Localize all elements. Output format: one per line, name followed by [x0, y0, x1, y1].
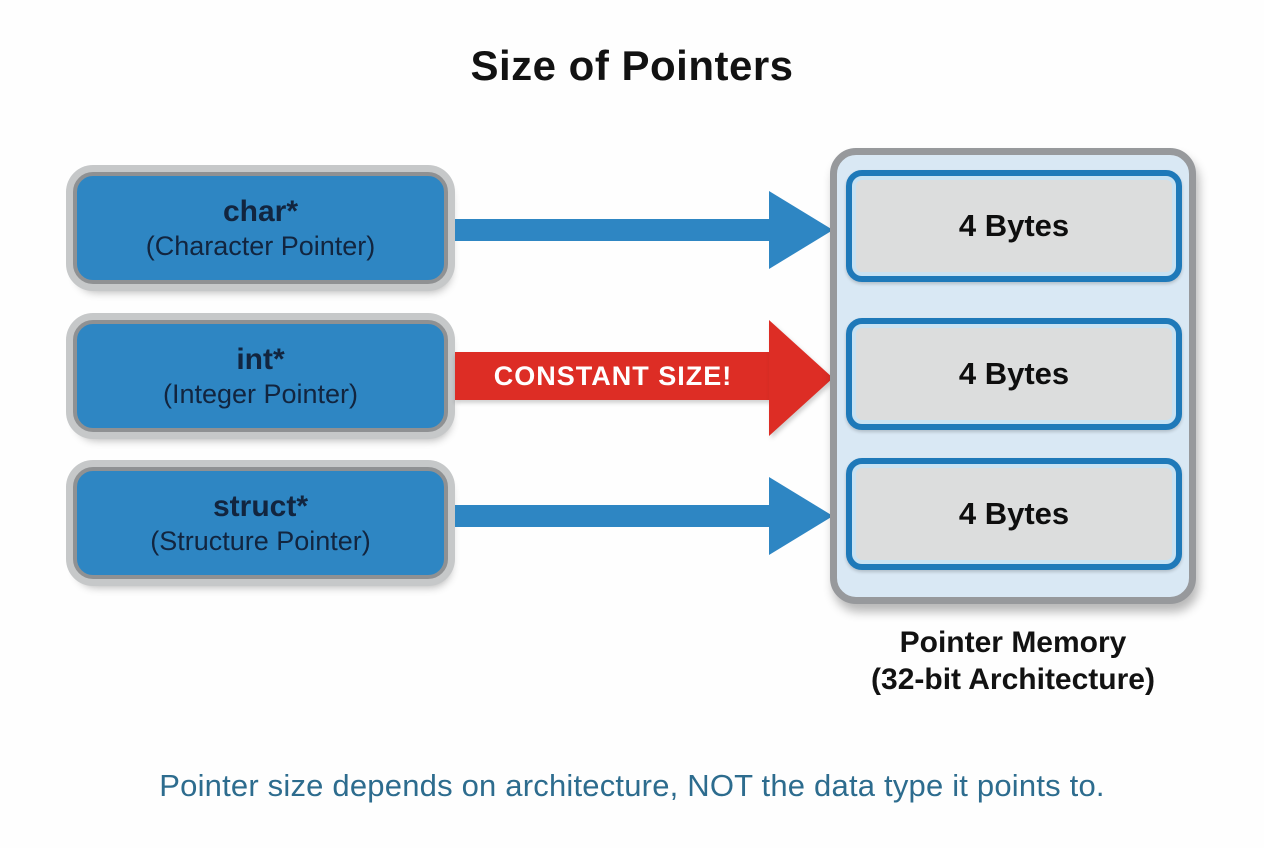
constant-size-label: CONSTANT SIZE!: [493, 360, 733, 391]
pointer-memory-panel: 4 Bytes 4 Bytes 4 Bytes: [830, 148, 1196, 604]
page-title: Size of Pointers: [470, 42, 794, 89]
memory-size-value: 4 Bytes: [958, 496, 1070, 531]
arrow-shaft: [455, 219, 771, 241]
arrow-head-icon: [769, 191, 833, 269]
pointer-type-label: struct*: [212, 489, 309, 523]
memory-cell: 4 Bytes: [846, 318, 1182, 430]
pointer-type-description: (Character Pointer): [145, 230, 376, 261]
memory-cell: 4 Bytes: [846, 458, 1182, 570]
memory-size-value: 4 Bytes: [958, 208, 1070, 243]
arrow-head-icon: [769, 477, 833, 555]
pointer-box-char: char* (Character Pointer): [73, 172, 448, 284]
pointer-type-description: (Structure Pointer): [150, 525, 371, 556]
memory-panel-label: Pointer Memory (32-bit Architecture): [798, 624, 1228, 698]
memory-panel-label-line2: (32-bit Architecture): [871, 663, 1155, 696]
blue-arrow-char: [455, 191, 833, 269]
memory-cell: 4 Bytes: [846, 170, 1182, 282]
arrow-shaft: CONSTANT SIZE!: [455, 352, 771, 400]
pointer-box-struct: struct* (Structure Pointer): [73, 467, 448, 579]
arrow-shaft: [455, 505, 771, 527]
arrow-head-icon: [769, 320, 833, 436]
blue-arrow-struct: [455, 477, 833, 555]
pointer-type-description: (Integer Pointer): [162, 378, 359, 409]
red-arrow-int: CONSTANT SIZE!: [455, 320, 833, 436]
memory-size-value: 4 Bytes: [958, 356, 1070, 391]
pointer-box-int: int* (Integer Pointer): [73, 320, 448, 432]
bottom-caption: Pointer size depends on architecture, NO…: [159, 768, 1105, 803]
pointer-type-label: char*: [222, 194, 299, 228]
memory-panel-label-line1: Pointer Memory: [899, 626, 1127, 659]
pointer-type-label: int*: [236, 342, 285, 376]
